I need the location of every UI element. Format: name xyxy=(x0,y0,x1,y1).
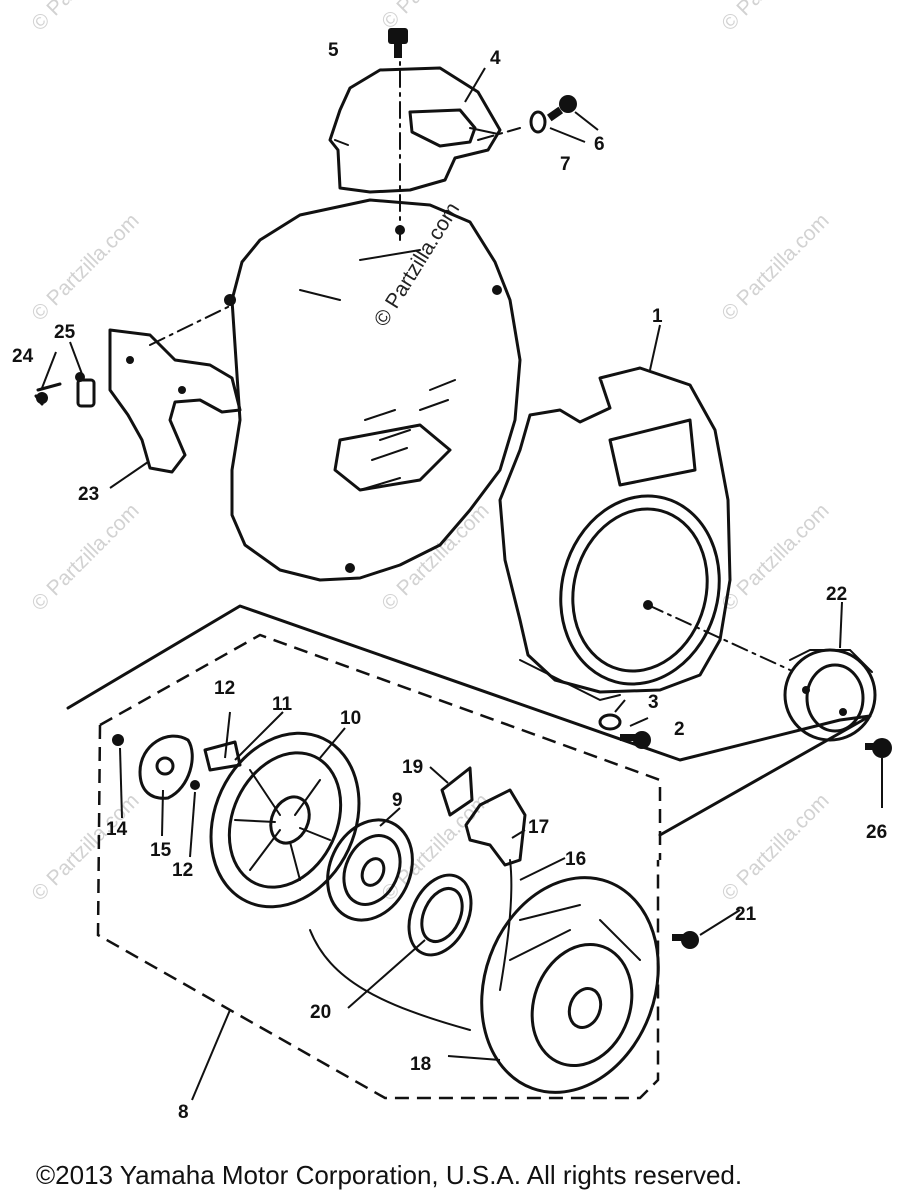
watermark-layer: © Partzilla.com © Partzilla.com © Partzi… xyxy=(27,0,833,906)
callout-14: 14 xyxy=(106,819,128,840)
starter-pulley xyxy=(783,648,877,742)
fan-housing xyxy=(498,366,732,702)
watermark: © Partzilla.com xyxy=(377,499,493,615)
callout-15: 15 xyxy=(150,840,172,861)
alignment-lines xyxy=(149,39,791,671)
watermark: © Partzilla.com xyxy=(27,209,143,325)
callout-19: 19 xyxy=(402,757,423,778)
starter-assembly-outline xyxy=(66,604,872,1100)
watermark: © Partzilla.com xyxy=(717,0,833,36)
watermark: © Partzilla.com xyxy=(27,789,143,905)
callout-12-bottom: 12 xyxy=(172,860,193,881)
copyright-footer: ©2013 Yamaha Motor Corporation, U.S.A. A… xyxy=(36,1160,742,1190)
collar-25 xyxy=(75,372,96,408)
watermark: © Partzilla.com xyxy=(717,209,833,325)
callout-21: 21 xyxy=(735,904,757,925)
callout-25: 25 xyxy=(54,322,76,343)
callout-26: 26 xyxy=(866,822,887,843)
callout-1: 1 xyxy=(652,306,663,327)
callout-7: 7 xyxy=(560,154,571,175)
watermark: © Partzilla.com xyxy=(717,499,833,615)
callout-6: 6 xyxy=(594,134,605,155)
callout-9: 9 xyxy=(392,790,403,811)
callout-12-top: 12 xyxy=(214,678,235,699)
callout-8: 8 xyxy=(178,1102,189,1123)
callout-20: 20 xyxy=(310,1002,331,1023)
callout-11: 11 xyxy=(272,694,293,715)
callout-2: 2 xyxy=(674,719,685,740)
starter-parts xyxy=(112,731,660,1094)
callout-10: 10 xyxy=(340,708,361,729)
callout-23: 23 xyxy=(78,484,99,505)
callout-5: 5 xyxy=(328,40,339,61)
mounting-bracket xyxy=(108,328,242,474)
watermark-center: © Partzilla.com xyxy=(370,198,464,330)
callout-22: 22 xyxy=(826,584,847,605)
callout-numbers: 1 2 3 4 5 6 7 8 9 10 11 12 12 14 15 16 1… xyxy=(12,40,887,1123)
hardware xyxy=(388,28,892,949)
callout-3: 3 xyxy=(648,692,659,713)
callout-17: 17 xyxy=(528,817,549,838)
watermark: © Partzilla.com xyxy=(27,0,143,36)
shroud-plate xyxy=(328,66,502,194)
callout-4: 4 xyxy=(490,48,501,69)
bolt-24 xyxy=(34,382,62,406)
callout-18: 18 xyxy=(410,1054,431,1075)
callout-24: 24 xyxy=(12,346,34,367)
watermark: © Partzilla.com xyxy=(717,789,833,905)
callout-16: 16 xyxy=(565,849,586,870)
leader-lines xyxy=(41,67,883,1101)
watermark: © Partzilla.com xyxy=(27,499,143,615)
